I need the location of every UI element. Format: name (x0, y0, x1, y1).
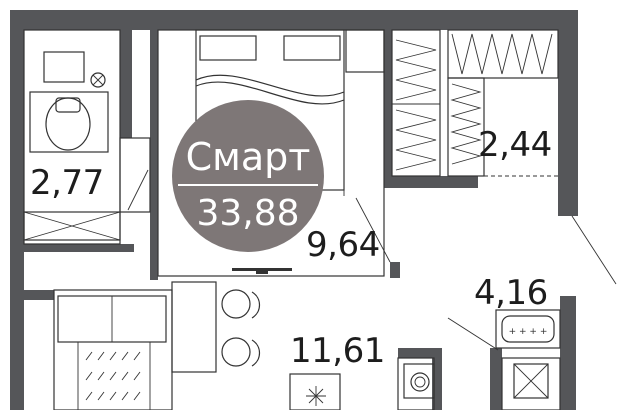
chair-icon (221, 289, 261, 319)
sofa-pattern (77, 342, 151, 410)
bathtub-icon: + + + + (495, 309, 561, 349)
svg-text:+ + + +: + + + + (509, 327, 548, 337)
badge-divider (178, 184, 318, 186)
chair-icon (221, 337, 261, 367)
room-area-bedroom: 9,64 (306, 225, 380, 265)
wardrobe-icon (391, 29, 559, 177)
room-area-kitchen-living: 11,61 (290, 331, 385, 371)
room-area-hall: 4,16 (474, 273, 548, 313)
washing-machine-icon (403, 363, 435, 399)
washing-machine-icon (90, 72, 106, 88)
apartment-type-label: Смарт (185, 135, 311, 179)
room-area-bathroom: 2,77 (30, 163, 104, 203)
kitchen-living (53, 281, 435, 410)
stove-icon (306, 386, 326, 406)
total-area-value: 33,88 (196, 193, 300, 234)
hall: + + + + (447, 215, 617, 410)
bathroom-fixtures (23, 29, 151, 245)
toilet-icon (29, 91, 109, 153)
apartment-type-badge: Смарт 33,88 (172, 100, 324, 252)
tv-icon (232, 268, 292, 274)
walls (10, 10, 578, 410)
room-area-wardrobe: 2,44 (478, 125, 552, 165)
